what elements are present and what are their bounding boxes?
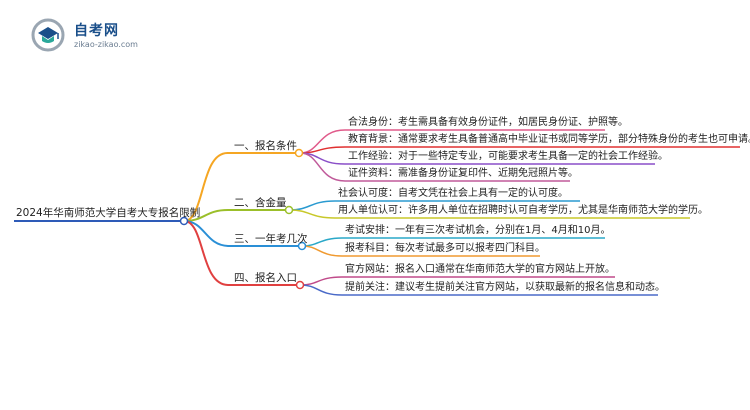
logo-subtitle: zikao-zikao.com xyxy=(74,40,138,49)
connector-root-branch-4 xyxy=(183,220,297,286)
connector-b2-2 xyxy=(289,209,690,219)
connector-root-branch-3 xyxy=(183,220,299,247)
root-topic: 2024年华南师范大学自考大专报名限制 xyxy=(16,207,201,219)
branch-4-node-dot xyxy=(295,280,305,290)
site-logo: 自考网 zikao-zikao.com xyxy=(30,14,170,54)
leaf-work-experience: 工作经验：对于一些特定专业，可能要求考生具备一定的社会工作经验。 xyxy=(348,151,668,162)
leaf-employer-recognition: 用人单位认可：许多用人单位在招聘时认可自考学历，尤其是华南师范大学的学历。 xyxy=(338,205,708,216)
branch-3-label: 三、一年考几次 xyxy=(234,233,308,245)
branch-2-node-dot xyxy=(284,205,294,215)
connector-b4-2 xyxy=(300,284,658,296)
leaf-exam-schedule: 考试安排：一年有三次考试机会，分别在1月、4月和10月。 xyxy=(345,225,611,236)
leaf-documents: 证件资料：需准备身份证复印件、近期免冠照片等。 xyxy=(348,168,578,179)
connector-root-branch-2 xyxy=(183,209,286,222)
leaf-official-website: 官方网站：报名入口通常在华南师范大学的官方网站上开放。 xyxy=(345,264,615,275)
leaf-education-background: 教育背景：通常要求考生具备普通高中毕业证书或同等学历，部分特殊身份的考生也可申请… xyxy=(348,134,750,145)
connector-b3-2 xyxy=(302,245,540,257)
leaf-social-recognition: 社会认可度：自考文凭在社会上具有一定的认可度。 xyxy=(338,188,568,199)
graduation-cap-icon xyxy=(31,18,65,52)
connector-b1-4 xyxy=(299,152,570,182)
connector-root-branch-1 xyxy=(183,151,296,222)
leaf-legal-identity: 合法身份：考生需具备有效身份证件，如居民身份证、护照等。 xyxy=(348,117,628,128)
root-node-dot xyxy=(179,216,189,226)
leaf-early-attention: 提前关注：建议考生提前关注官方网站，以获取最新的报名信息和动态。 xyxy=(345,282,665,293)
branch-1-label: 一、报名条件 xyxy=(234,140,297,152)
logo-title: 自考网 xyxy=(74,23,119,39)
leaf-exam-subjects: 报考科目：每次考试最多可以报考四门科目。 xyxy=(345,243,545,254)
branch-2-label: 二、含金量 xyxy=(234,197,287,209)
branch-1-node-dot xyxy=(294,148,304,158)
branch-3-node-dot xyxy=(297,241,307,251)
branch-4-label: 四、报名入口 xyxy=(234,272,297,284)
